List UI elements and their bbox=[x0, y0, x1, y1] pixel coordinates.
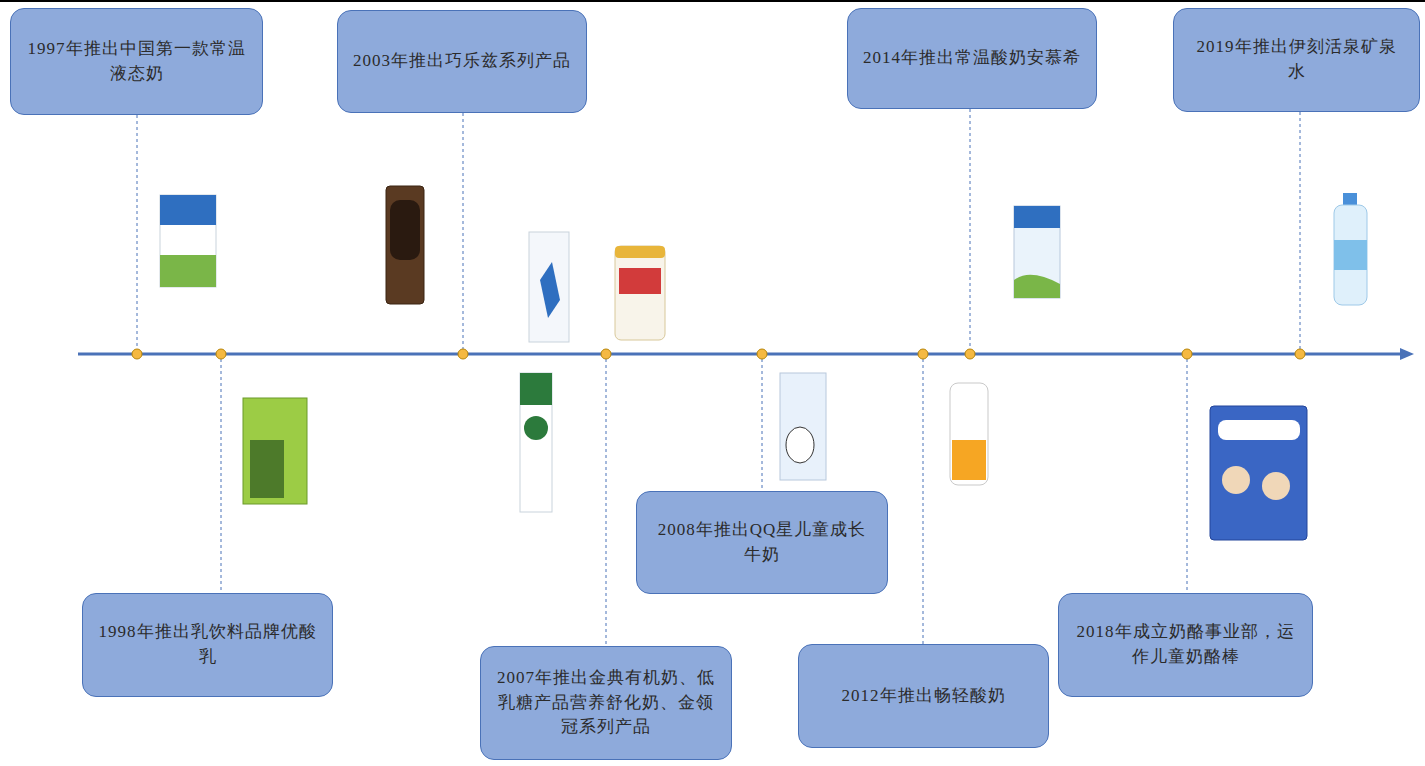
yogurt-bottle bbox=[950, 383, 988, 485]
box-leaf bbox=[1014, 275, 1060, 298]
milestone-text: 2003年推出巧乐兹系列产品 bbox=[353, 49, 571, 74]
leader-line bbox=[970, 109, 971, 349]
timeline-dot bbox=[601, 349, 611, 359]
bag-body bbox=[1210, 406, 1307, 540]
leader-line bbox=[1187, 359, 1188, 593]
milk-carton bbox=[160, 195, 216, 287]
carton-body bbox=[160, 195, 216, 287]
ice-cream-bar bbox=[386, 186, 424, 304]
yogurt-box bbox=[1014, 206, 1060, 298]
milk-carton bbox=[529, 232, 569, 342]
bottle-label bbox=[1334, 240, 1367, 270]
axis-arrowhead bbox=[1400, 348, 1414, 360]
timeline-callout: 1998年推出乳饮料品牌优酸乳 bbox=[82, 593, 333, 697]
box-body bbox=[1014, 206, 1060, 298]
carton-body bbox=[780, 373, 826, 480]
timeline-callout: 1997年推出中国第一款常温液态奶 bbox=[10, 8, 263, 115]
carton-body bbox=[520, 373, 552, 512]
can-lid bbox=[615, 246, 665, 258]
milestone-text: 1997年推出中国第一款常温液态奶 bbox=[25, 37, 248, 86]
organic-carton bbox=[520, 373, 552, 512]
timeline-callout: 2014年推出常温酸奶安慕希 bbox=[847, 8, 1097, 109]
carton-body bbox=[529, 232, 569, 342]
carton-body bbox=[243, 398, 307, 504]
bar-chocolate bbox=[390, 200, 420, 260]
timeline-callout: 2019年推出伊刻活泉矿泉水 bbox=[1173, 8, 1420, 112]
carton-seal bbox=[524, 416, 548, 440]
leader-line bbox=[463, 113, 464, 349]
milestone-text: 1998年推出乳饮料品牌优酸乳 bbox=[97, 620, 318, 669]
timeline-dot bbox=[757, 349, 767, 359]
kids-milk-carton bbox=[780, 373, 826, 480]
carton-grass bbox=[160, 255, 216, 287]
leader-line bbox=[221, 359, 222, 593]
timeline-callout: 2007年推出金典有机奶、低乳糖产品营养舒化奶、金领冠系列产品 bbox=[480, 646, 732, 760]
leader-line bbox=[606, 359, 607, 646]
bag-banner bbox=[1218, 420, 1300, 440]
timeline-dot bbox=[965, 349, 975, 359]
top-rule bbox=[0, 0, 1425, 2]
milestone-text: 2007年推出金典有机奶、低乳糖产品营养舒化奶、金领冠系列产品 bbox=[495, 666, 717, 740]
timeline-dot bbox=[918, 349, 928, 359]
water-bottle bbox=[1334, 193, 1367, 305]
timeline-callout: 2018年成立奶酪事业部，运作儿童奶酪棒 bbox=[1058, 593, 1313, 697]
leader-line bbox=[137, 115, 138, 349]
bottle-fruit bbox=[952, 440, 986, 480]
milestone-text: 2012年推出畅轻酸奶 bbox=[842, 684, 1006, 709]
carton-mark bbox=[540, 262, 560, 318]
leader-line bbox=[1300, 112, 1301, 349]
leader-line bbox=[923, 359, 924, 644]
carton-band bbox=[160, 195, 216, 225]
bottle-body bbox=[1334, 205, 1367, 305]
formula-can bbox=[615, 246, 665, 340]
leader-line bbox=[762, 359, 763, 491]
timeline-callout: 2012年推出畅轻酸奶 bbox=[798, 644, 1049, 748]
milestone-text: 2018年成立奶酪事业部，运作儿童奶酪棒 bbox=[1073, 620, 1298, 669]
milestone-text: 2014年推出常温酸奶安慕希 bbox=[863, 46, 1081, 71]
bar-wrapper bbox=[386, 186, 424, 304]
can-body bbox=[615, 246, 665, 340]
milestone-text: 2019年推出伊刻活泉矿泉水 bbox=[1188, 35, 1405, 84]
carton-figure bbox=[250, 440, 284, 498]
timeline-dot bbox=[132, 349, 142, 359]
can-label bbox=[619, 268, 661, 294]
carton-cow bbox=[786, 427, 814, 463]
milestone-text: 2008年推出QQ星儿童成长牛奶 bbox=[651, 518, 873, 567]
timeline-dot bbox=[1295, 349, 1305, 359]
timeline-dot bbox=[1182, 349, 1192, 359]
cheese-bag bbox=[1210, 406, 1307, 540]
timeline-callout: 2008年推出QQ星儿童成长牛奶 bbox=[636, 491, 888, 594]
drink-carton bbox=[243, 398, 307, 504]
box-band bbox=[1014, 206, 1060, 228]
bag-figure bbox=[1222, 466, 1250, 494]
bottle-body bbox=[950, 383, 988, 485]
timeline-callout: 2003年推出巧乐兹系列产品 bbox=[337, 10, 587, 113]
bag-figure bbox=[1262, 472, 1290, 500]
timeline-dot bbox=[458, 349, 468, 359]
carton-band bbox=[520, 373, 552, 405]
timeline-dot bbox=[216, 349, 226, 359]
bottle-cap bbox=[1343, 193, 1357, 205]
timeline-axis bbox=[78, 353, 1402, 356]
